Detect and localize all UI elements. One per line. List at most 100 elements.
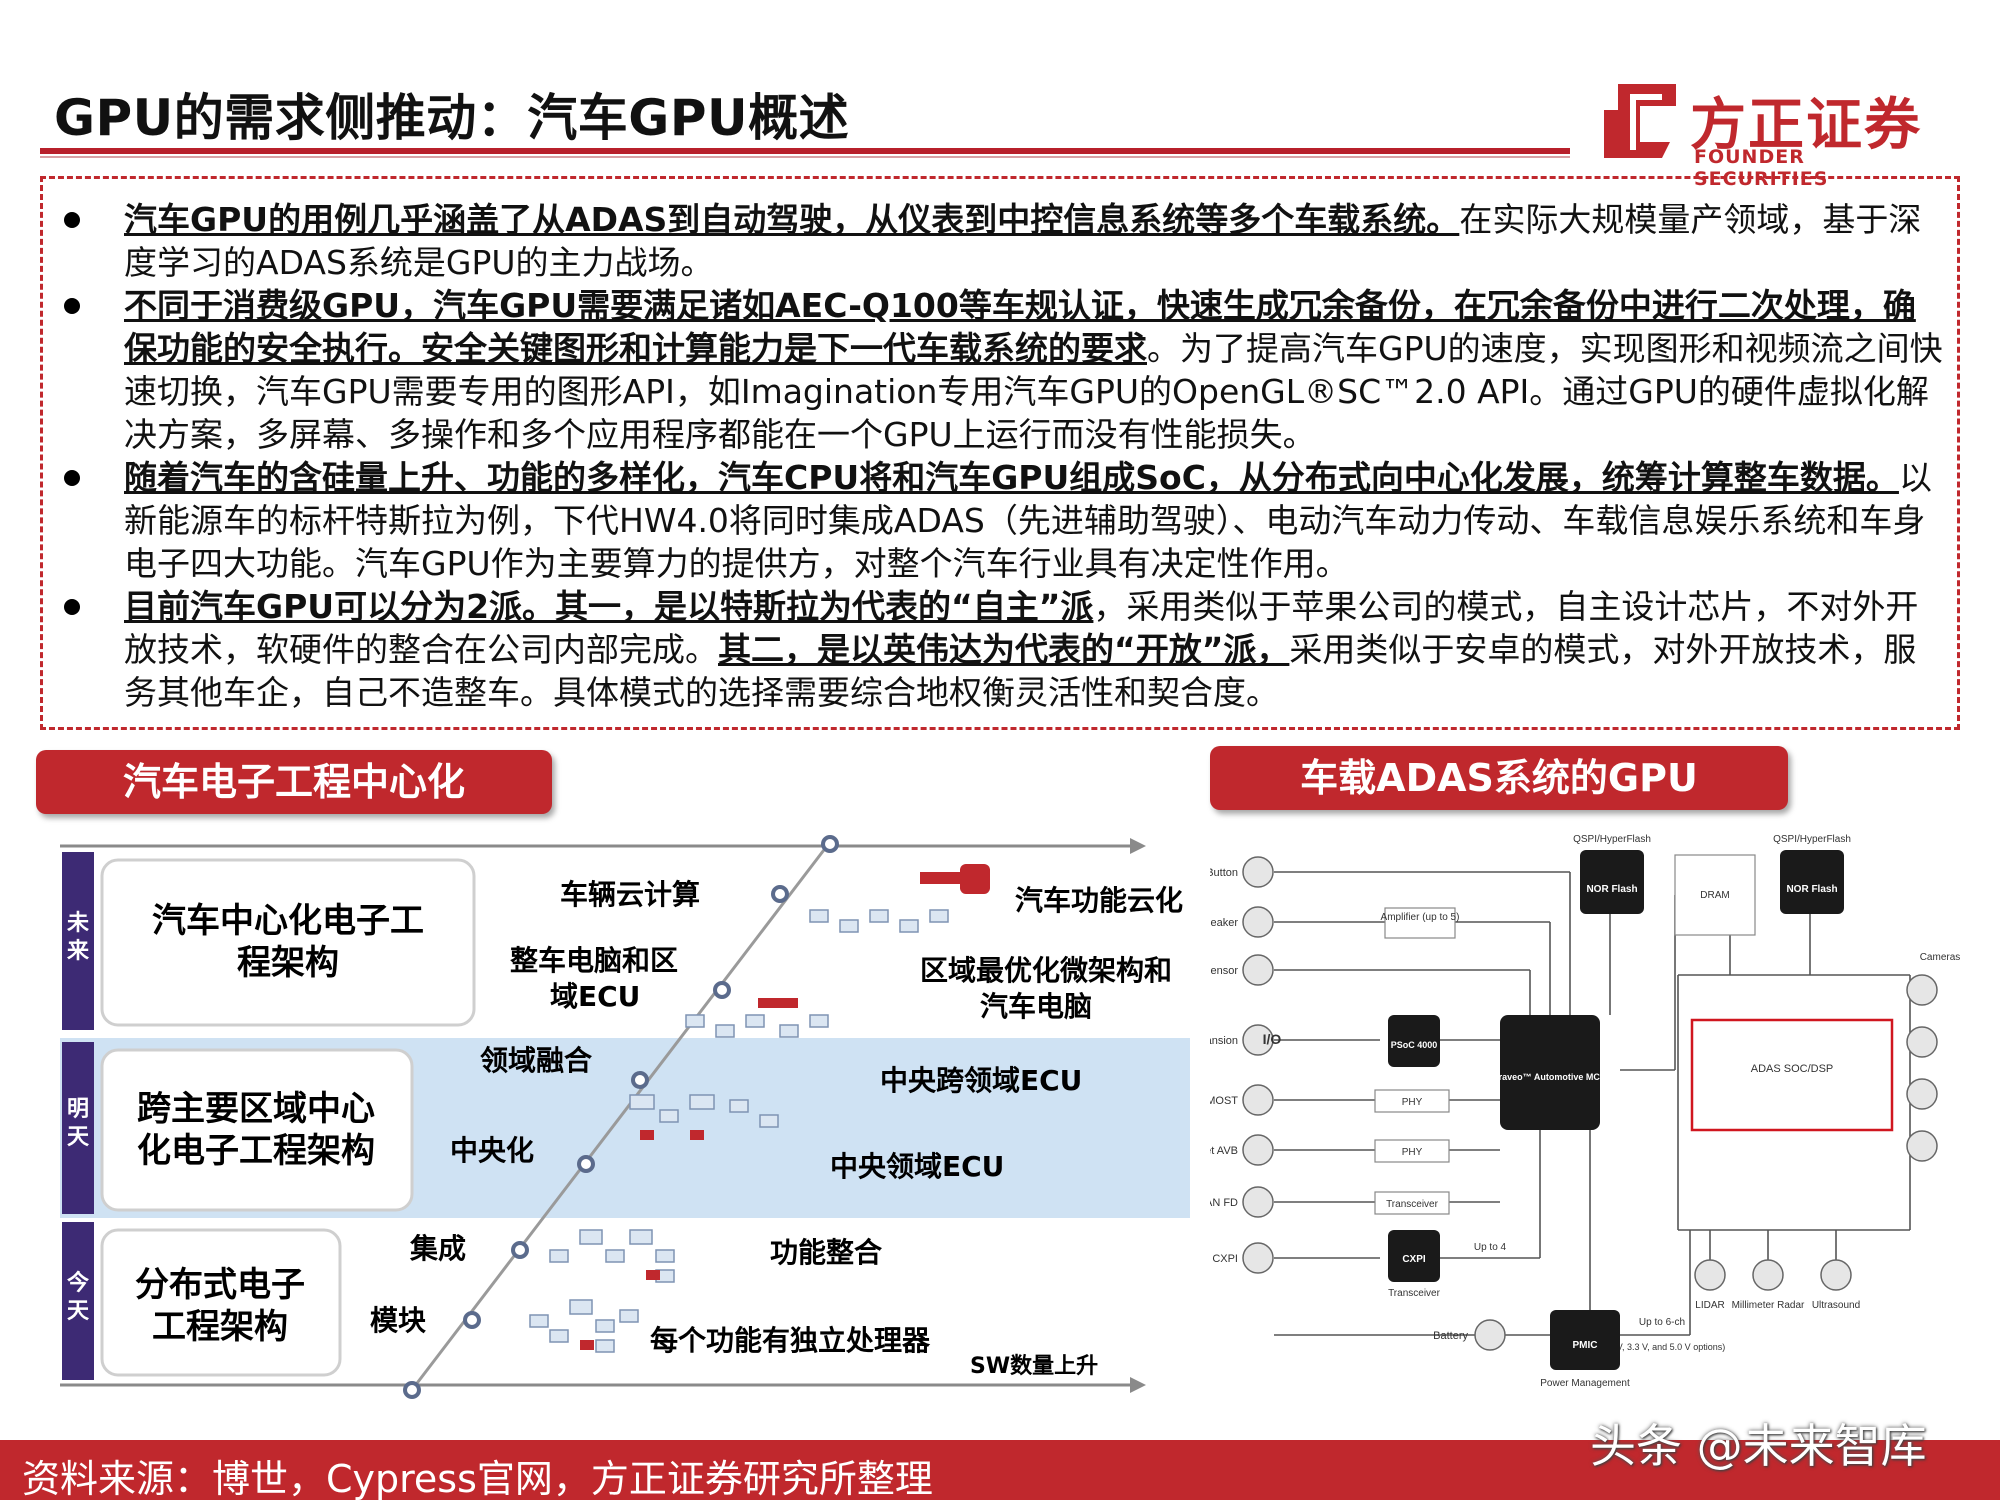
- today-box: [100, 1228, 342, 1377]
- tag-future-1: 未: [67, 911, 89, 936]
- result-domain-ecu: 中央领域ECU: [830, 1150, 1004, 1183]
- source-note: 资料来源：博世，Cypress官网，方正证券研究所整理: [22, 1457, 933, 1500]
- axis-label: SW数量上升: [970, 1353, 1098, 1379]
- founder-logo: 方正证券 FOUNDER SECURITIES: [1600, 80, 1930, 190]
- upto4-label: Up to 4: [1474, 1242, 1507, 1253]
- bullet-text: 以新能源车的标杆特斯拉为例，下代HW4.0将同时集成ADAS（先进辅助驾驶）、电…: [124, 458, 1932, 583]
- phy1-label: PHY: [1402, 1097, 1423, 1108]
- ultrasound-label: Ultrasound: [1812, 1300, 1860, 1311]
- adas-soc-label: ADAS SOC/DSP: [1751, 1063, 1834, 1075]
- bullet-bold-text: 目前汽车GPU可以分为2派。其一，是以特斯拉为代表的“自主”派: [124, 587, 1094, 626]
- tomorrow-box-line1: 跨主要区域中心: [137, 1089, 375, 1129]
- future-box: [100, 858, 476, 1027]
- logo-text-cn: 方正证券: [1690, 93, 1922, 158]
- title-divider: [40, 148, 1570, 154]
- bullet-text: ，采用类似于苹果公司的模式，自主设计芯片，不对外开放技术，软硬件的整合在公司内部…: [124, 587, 1919, 669]
- left-section-header: 汽车电子工程中心化: [36, 750, 552, 814]
- phy2-label: PHY: [1402, 1147, 1423, 1158]
- label-most: MOST: [1210, 1095, 1238, 1107]
- title-divider-thin: [40, 156, 1570, 158]
- lidar-label: LIDAR: [1695, 1300, 1724, 1311]
- step-centralize: 中央化: [450, 1134, 534, 1167]
- bullet-item: 目前汽车GPU可以分为2派。其一，是以特斯拉为代表的“自主”派，采用类似于苹果公…: [64, 585, 1944, 714]
- step-domain-fusion: 领域融合: [480, 1044, 593, 1077]
- right-section-header: 车载ADAS系统的GPU: [1210, 746, 1788, 810]
- bullet-text: 在实际大规模量产领域，基于深度学习的ADAS系统是GPU的主力战场。: [124, 200, 1922, 282]
- psoc-label: PSoC 4000: [1391, 1040, 1438, 1050]
- qspi2-label: QSPI/HyperFlash: [1773, 834, 1851, 845]
- label-ethernet: Ethernet AVB: [1210, 1145, 1238, 1157]
- bullet-bold-text: 随着汽车的含硅量上升、功能的多样化，汽车CPU将和汽车GPU组成SoC，从分布式…: [124, 458, 1899, 497]
- camera-icons: [1906, 974, 1938, 1162]
- tag-tomorrow-2: 天: [67, 1125, 90, 1150]
- radar-label: Millimeter Radar: [1732, 1300, 1805, 1311]
- adas-soc-box: [1690, 1018, 1894, 1132]
- cxpi-sub-label: Transceiver: [1388, 1288, 1441, 1299]
- step-vehicle-computer-1: 整车电脑和区: [510, 944, 678, 977]
- pmic-sub-label: Power Management: [1540, 1378, 1630, 1389]
- label-cxpi: CXPI: [1212, 1253, 1238, 1265]
- io-label: I/O: [1263, 1031, 1282, 1047]
- row-tag-today: [62, 1222, 94, 1380]
- row-tag-future: [62, 852, 94, 1030]
- today-box-line2: 工程架构: [152, 1307, 288, 1347]
- bullet-item: 汽车GPU的用例几乎涵盖了从ADAS到自动驾驶，从仪表到中控信息系统等多个车载系…: [64, 198, 1944, 284]
- cameras-label: Cameras: [1920, 952, 1960, 963]
- cxpi-chip-label: CXPI: [1402, 1254, 1426, 1265]
- result-cross-domain: 中央跨领域ECU: [880, 1064, 1082, 1097]
- amp-label: Amplifier (up to 5): [1381, 912, 1460, 923]
- summary-box: [40, 176, 1960, 730]
- step-integrate: 集成: [409, 1232, 466, 1265]
- tag-today-2: 天: [67, 1299, 90, 1324]
- bullet-item: 不同于消费级GPU，汽车GPU需要满足诸如AEC-Q100等车规认证，快速生成冗…: [64, 284, 1944, 456]
- bullet-text: 。为了提高汽车GPU的速度，实现图形和视频流之间快速切换，汽车GPU需要专用的图…: [124, 329, 1943, 454]
- bullet-item: 随着汽车的含硅量上升、功能的多样化，汽车CPU将和汽车GPU组成SoC，从分布式…: [64, 456, 1944, 585]
- step-vehicle-computer-2: 域ECU: [550, 980, 640, 1013]
- tag-future-2: 来: [66, 939, 90, 964]
- ee-architecture-diagram: 未 来 明 天 今 天 汽车中心化电子工 程架构 跨主要区域中心 化电子工程架构…: [60, 835, 1190, 1399]
- future-box-line2: 程架构: [237, 943, 339, 983]
- result-zonal-1: 区域最优化微架构和: [920, 954, 1172, 987]
- tomorrow-box: [100, 1048, 414, 1212]
- founder-logo-icon: [1604, 84, 1676, 158]
- bullet-dot: [64, 599, 80, 615]
- bullet-bold-text: 不同于消费级GPU，汽车GPU需要满足诸如AEC-Q100等车规认证，快速生成冗…: [124, 286, 1916, 368]
- today-box-line1: 分布式电子: [135, 1265, 305, 1305]
- result-cloud: 汽车功能云化: [1015, 884, 1183, 917]
- adas-gpu-diagram: Button Speaker Sensor Watchdog/ I/O Expa…: [1210, 834, 1960, 1389]
- network-sketches: [529, 909, 949, 1353]
- volts-label: (1.2 V, 3.3 V, and 5.0 V options): [1599, 1342, 1725, 1352]
- tomorrow-box-line2: 化电子工程架构: [137, 1131, 375, 1171]
- bullet-dot: [64, 470, 80, 486]
- label-sensor: Sensor: [1210, 965, 1238, 977]
- bullet-bold-text: 其二，是以英伟达为代表的“开放”派，: [718, 630, 1290, 669]
- label-battery: Battery: [1433, 1330, 1468, 1342]
- bullet-dot: [64, 212, 80, 228]
- bullet-text: 采用类似于安卓的模式，对外开放技术，服务其他车企，自己不造整车。具体模式的选择需…: [124, 630, 1917, 712]
- nor1-label: NOR Flash: [1586, 884, 1637, 895]
- bullet-dot: [64, 298, 80, 314]
- tag-today-1: 今: [67, 1270, 89, 1296]
- result-zonal-2: 汽车电脑: [980, 990, 1092, 1023]
- label-watchdog: Watchdog/ I/O Expansion: [1210, 1035, 1238, 1047]
- label-can: CAN FD: [1210, 1197, 1238, 1209]
- page-title: GPU的需求侧推动：汽车GPU概述: [54, 89, 850, 147]
- pmic-label: PMIC: [1573, 1340, 1598, 1351]
- step-cloud: 车辆云计算: [560, 878, 700, 911]
- future-box-line1: 汽车中心化电子工: [152, 901, 424, 941]
- logo-text-en: FOUNDER SECURITIES: [1694, 146, 1829, 190]
- trend-line: [406, 841, 832, 1396]
- tag-tomorrow-1: 明: [67, 1097, 89, 1122]
- footer-bar: [0, 1440, 2000, 1500]
- bullet-bold-text: 汽车GPU的用例几乎涵盖了从ADAS到自动驾驶，从仪表到中控信息系统等多个车载系…: [124, 200, 1460, 239]
- step-module: 模块: [370, 1304, 426, 1337]
- label-speaker: Speaker: [1210, 917, 1238, 929]
- qspi1-label: QSPI/HyperFlash: [1573, 834, 1651, 845]
- bottom-sensor-icons: [1694, 1259, 1852, 1291]
- row-tag-tomorrow: [62, 1042, 94, 1214]
- label-button: Button: [1210, 867, 1238, 879]
- transceiver-label: Transceiver: [1386, 1199, 1439, 1210]
- mcu-label: Traveo™ Automotive MCU: [1494, 1072, 1607, 1082]
- upto6-label: Up to 6-ch: [1639, 1317, 1685, 1328]
- nor2-label: NOR Flash: [1786, 884, 1837, 895]
